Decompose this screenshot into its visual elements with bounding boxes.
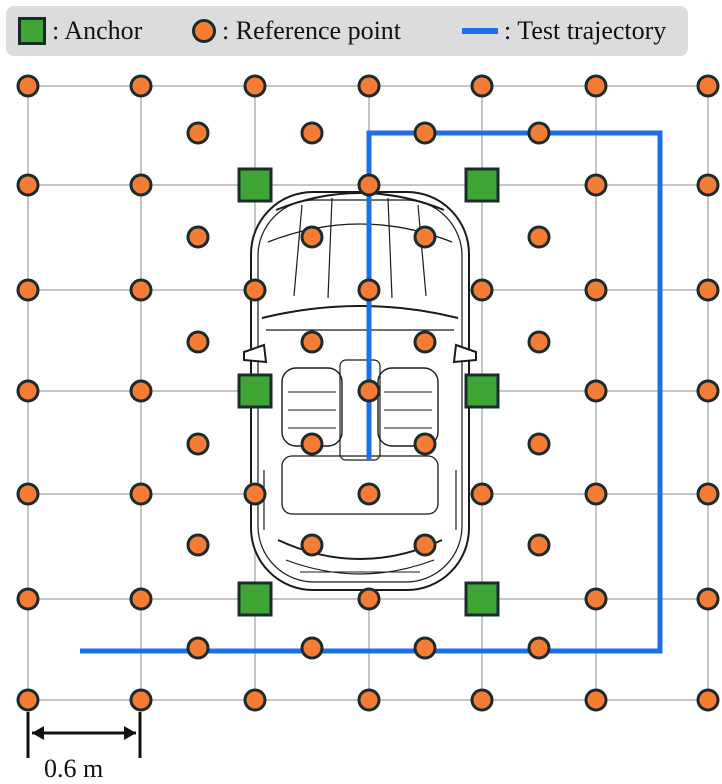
reference-point xyxy=(357,587,381,611)
reference-point xyxy=(300,330,324,354)
reference-point xyxy=(357,278,381,302)
reference-point xyxy=(300,636,324,660)
reference-point xyxy=(16,688,40,712)
reference-point-swatch-icon xyxy=(192,19,216,43)
reference-point xyxy=(584,688,608,712)
test-trajectory-line xyxy=(80,130,663,654)
reference-point xyxy=(527,121,551,145)
reference-point xyxy=(527,225,551,249)
legend-anchor: : Anchor xyxy=(18,6,142,56)
reference-point xyxy=(696,74,720,98)
reference-point xyxy=(527,432,551,456)
anchors xyxy=(237,167,500,617)
anchor xyxy=(237,373,273,409)
reference-point xyxy=(357,74,381,98)
reference-point xyxy=(527,330,551,354)
reference-point xyxy=(413,533,437,557)
reference-point xyxy=(470,688,494,712)
reference-point xyxy=(186,636,210,660)
reference-point xyxy=(696,482,720,506)
reference-point xyxy=(696,688,720,712)
reference-point xyxy=(129,278,153,302)
reference-point xyxy=(413,225,437,249)
reference-point xyxy=(696,278,720,302)
legend-trajectory-label: : Test trajectory xyxy=(504,16,667,45)
reference-point xyxy=(16,173,40,197)
reference-point xyxy=(584,482,608,506)
reference-point xyxy=(16,587,40,611)
scale-bar xyxy=(26,712,142,758)
reference-point xyxy=(696,587,720,611)
trajectory-swatch-icon xyxy=(462,28,498,34)
reference-point xyxy=(243,74,267,98)
reference-point xyxy=(300,121,324,145)
reference-point xyxy=(357,173,381,197)
anchor xyxy=(237,167,273,203)
reference-point xyxy=(696,379,720,403)
anchor xyxy=(237,581,273,617)
reference-point xyxy=(243,688,267,712)
legend-reference-label: : Reference point xyxy=(222,16,402,45)
reference-point xyxy=(186,533,210,557)
reference-point xyxy=(470,482,494,506)
reference-point xyxy=(129,688,153,712)
reference-point xyxy=(300,432,324,456)
reference-point xyxy=(129,74,153,98)
reference-point xyxy=(584,278,608,302)
reference-point xyxy=(129,379,153,403)
reference-point xyxy=(129,173,153,197)
reference-point xyxy=(243,278,267,302)
reference-point xyxy=(16,74,40,98)
reference-point xyxy=(357,379,381,403)
reference-point xyxy=(413,121,437,145)
anchor xyxy=(464,581,500,617)
reference-point xyxy=(527,533,551,557)
reference-point xyxy=(527,636,551,660)
anchor xyxy=(464,167,500,203)
reference-point xyxy=(129,587,153,611)
reference-points xyxy=(16,74,720,712)
reference-point xyxy=(470,278,494,302)
reference-point xyxy=(357,688,381,712)
reference-point xyxy=(16,278,40,302)
reference-point xyxy=(470,74,494,98)
reference-point xyxy=(584,173,608,197)
reference-point xyxy=(696,173,720,197)
reference-point xyxy=(16,379,40,403)
legend-anchor-label: : Anchor xyxy=(52,16,143,45)
reference-point xyxy=(584,379,608,403)
reference-point xyxy=(186,225,210,249)
reference-point xyxy=(186,432,210,456)
reference-point xyxy=(186,330,210,354)
reference-point xyxy=(584,74,608,98)
reference-point xyxy=(413,432,437,456)
scale-bar-label: 0.6 m xyxy=(44,754,104,783)
anchor-swatch-icon xyxy=(18,17,46,45)
reference-point xyxy=(413,330,437,354)
reference-point xyxy=(300,225,324,249)
reference-point xyxy=(129,482,153,506)
reference-point xyxy=(300,533,324,557)
reference-point xyxy=(584,587,608,611)
legend: : Anchor : Reference point : Test trajec… xyxy=(6,6,688,56)
reference-point xyxy=(243,482,267,506)
legend-trajectory: : Test trajectory xyxy=(462,6,666,56)
legend-reference: : Reference point xyxy=(192,6,401,56)
anchor xyxy=(464,373,500,409)
reference-point xyxy=(413,636,437,660)
reference-point xyxy=(16,482,40,506)
reference-point xyxy=(186,121,210,145)
reference-point xyxy=(357,482,381,506)
